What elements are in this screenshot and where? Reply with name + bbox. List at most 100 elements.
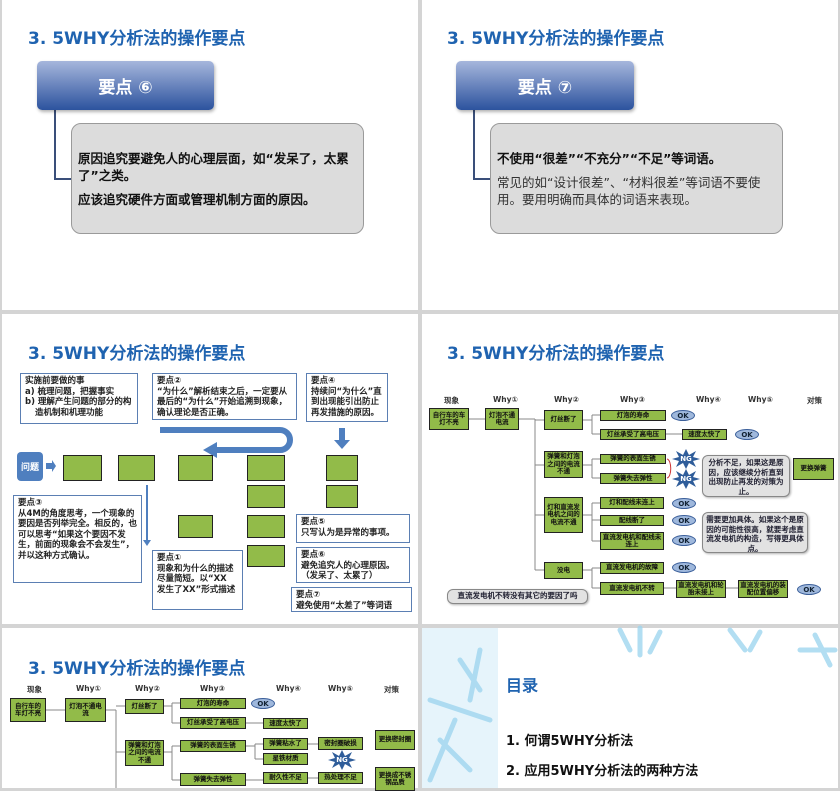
point-card: 不使用“很差”“不充分”“不足”等词语。 常见的如“设计很差”、“材料很差”等词… xyxy=(490,123,783,234)
starburst-icon xyxy=(672,449,700,469)
why-box: 灯泡的寿命 xyxy=(180,698,246,709)
ok-badge: OK xyxy=(672,515,696,526)
why-box: 直流发电机和轮胎未接上 xyxy=(676,580,726,598)
point-text: 常见的如“设计很差”、“材料很差”等词语不要使用。要用明确而具体的词语来表现。 xyxy=(497,175,761,207)
why-box: 弹簧和灯泡之间的电流不通 xyxy=(125,740,164,766)
note-title: 要点② xyxy=(157,376,182,386)
why-box: 速度太快了 xyxy=(263,718,308,729)
why-box: 灯和直流发电机之间的电流不通 xyxy=(544,497,583,533)
countermeasure-box: 更换密封圈 xyxy=(375,730,415,750)
ng-label: NG xyxy=(336,756,348,764)
toc-item-1[interactable]: 1. 何谓5WHY分析法 xyxy=(506,734,634,749)
note-text: 只写认为是异常的事项。 xyxy=(301,527,395,538)
toc-title: 目录 xyxy=(506,676,539,695)
why-box: 灯和配线未连上 xyxy=(600,497,664,509)
column-header: Why① xyxy=(493,395,518,404)
why-box: 弹簧失去弹性 xyxy=(180,773,246,786)
why-box xyxy=(247,455,285,481)
connector-line xyxy=(473,110,491,180)
why-box: 速度太快了 xyxy=(682,429,727,440)
column-header: Why① xyxy=(76,684,101,693)
slide-title: 3. 5WHY分析法的操作要点 xyxy=(28,659,246,679)
why-box: 配线断了 xyxy=(600,515,664,526)
toc-item-2[interactable]: 2. 应用5WHY分析法的两种方法 xyxy=(506,764,699,779)
callout-note: 分析不足，如果这是原因，应该继续分析直到出现防止再发的对策为止。 xyxy=(702,455,790,497)
slide-title: 3. 5WHY分析法的操作要点 xyxy=(447,344,665,364)
slide-title: 3. 5WHY分析法的操作要点 xyxy=(447,29,665,49)
column-header: 对策 xyxy=(384,685,399,694)
column-header: Why⑤ xyxy=(748,395,773,404)
why-box: 灯泡不通电流 xyxy=(485,408,519,430)
why-box xyxy=(63,455,102,481)
why-box: 弹簧失去弹性 xyxy=(600,473,666,484)
why-box: 弹簧的表面生锈 xyxy=(180,740,246,752)
note-title: 要点③ xyxy=(18,498,43,508)
why-box: 直流发电机的故障 xyxy=(600,562,664,574)
slide-title: 3. 5WHY分析法的操作要点 xyxy=(28,29,246,49)
note-text: b) 理解产生问题的部分的构造机制和机理功能 xyxy=(25,397,132,418)
ng-badge: NG xyxy=(672,449,700,469)
note-text: 持续问“为什么”直到出现能引出防止再发措施的原因。 xyxy=(311,386,382,418)
note-text: 避免追究人的心理原因。（发呆了、太累了） xyxy=(301,560,395,582)
why-box: 没电 xyxy=(544,562,583,579)
why-box: 耐久性不足 xyxy=(263,772,308,784)
ng-badge: NG xyxy=(672,469,700,489)
note-text: a) 梳理问题，把握事实 xyxy=(25,386,115,397)
why-box: 热处理不足 xyxy=(318,772,363,784)
why-box: 灯泡不通电流 xyxy=(65,698,106,722)
point-text: 应该追究硬件方面或管理机制方面的原因。 xyxy=(78,192,316,207)
note-text: 从4M的角度思考，一个现象的要因是否列举完全。相反的，也可以思考“如果这个要因不… xyxy=(18,508,138,561)
countermeasure-box: 更换弹簧 xyxy=(793,458,834,480)
why-box xyxy=(326,455,358,481)
why-box xyxy=(178,515,213,538)
why-box: 灯丝承受了高电压 xyxy=(180,717,246,729)
why-box: 直流发电机不转 xyxy=(600,582,664,595)
why-box: 灯丝断了 xyxy=(125,699,164,714)
ok-badge: OK xyxy=(672,498,696,509)
why-box xyxy=(247,485,285,508)
why-box xyxy=(178,455,213,481)
column-header: Why④ xyxy=(276,684,301,693)
note-text: “为什么”解析结束之后，一定要从最后的“为什么”开始追溯到现象，确认理论是否正确… xyxy=(157,386,288,418)
note-text: 现象和为什么的描述尽量简短。以“XX 发生了XX”形式描述 xyxy=(157,563,236,595)
why-box: 星铁材质 xyxy=(263,753,308,765)
column-header: Why② xyxy=(554,395,579,404)
slide-title: 3. 5WHY分析法的操作要点 xyxy=(28,344,246,364)
note-title: 实施前要做的事 xyxy=(25,376,85,386)
ng-label: NG xyxy=(680,475,692,483)
ok-badge: OK xyxy=(251,698,275,709)
point-card: 原因追究要避免人的心理层面，如“发呆了，太累了”之类。 应该追究硬件方面或管理机… xyxy=(71,123,364,234)
why-box: 弹簧粘水了 xyxy=(263,738,308,750)
why-box xyxy=(326,485,358,508)
ok-badge: OK xyxy=(735,429,759,440)
problem-box: 问题 xyxy=(17,452,43,481)
point-header: 要点 ⑦ xyxy=(456,61,634,110)
prep-note: 实施前要做的事 a) 梳理问题，把握事实 b) 理解产生问题的部分的构造机制和机… xyxy=(20,373,138,424)
column-header: Why③ xyxy=(200,684,225,693)
callout-note: 直流发电机不转没有其它的要因了吗 xyxy=(447,589,588,604)
note-title: 要点④ xyxy=(311,376,336,386)
why-box: 直流发电机和配线未连上 xyxy=(600,532,664,550)
why-box xyxy=(247,515,285,538)
point-header: 要点 ⑥ xyxy=(37,61,214,110)
why-box: 弹簧和灯泡之间的电流不通 xyxy=(544,451,583,478)
note-title: 要点① xyxy=(157,553,182,563)
why-box: 灯丝断了 xyxy=(544,410,583,430)
column-header: 现象 xyxy=(27,685,42,694)
why-box xyxy=(247,545,285,567)
column-header: 对策 xyxy=(807,396,822,405)
column-header: 现象 xyxy=(444,396,459,405)
phenomenon-box: 自行车的车灯不亮 xyxy=(429,408,469,430)
point-text: 原因追究要避免人的心理层面，如“发呆了，太累了”之类。 xyxy=(78,151,349,183)
connector-line xyxy=(54,110,72,180)
why-box: 灯丝承受了高电压 xyxy=(600,429,666,440)
